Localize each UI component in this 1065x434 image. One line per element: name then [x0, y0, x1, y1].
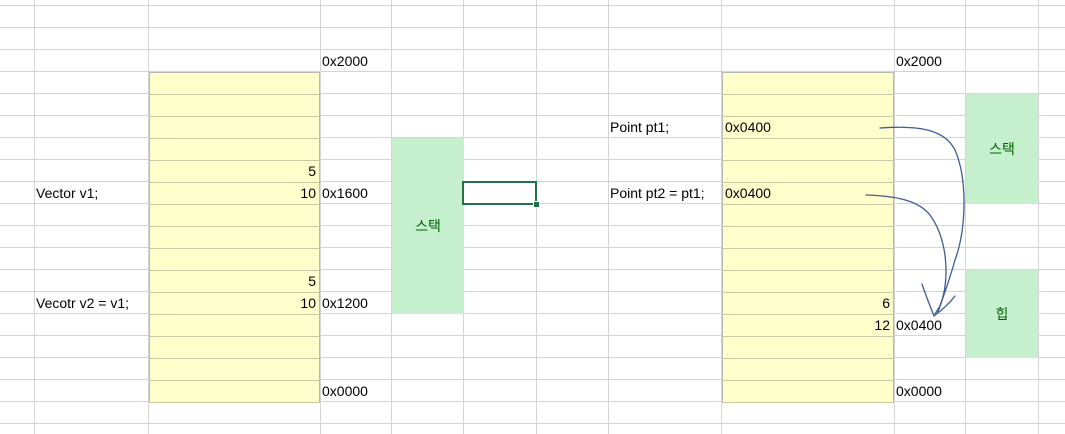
row-gridline	[0, 71, 1065, 72]
heap-label: 힙	[995, 307, 1009, 323]
heap-value-2[interactable]: 12	[874, 317, 890, 333]
row-gridline	[0, 137, 1065, 138]
row-gridline	[0, 225, 1065, 226]
left-stack-label: 스택	[415, 219, 441, 235]
memory-row-line	[722, 314, 894, 315]
pt2-label[interactable]: Point pt2 = pt1;	[610, 185, 705, 201]
fill-handle[interactable]	[533, 201, 540, 208]
memory-row-line	[722, 248, 894, 249]
memory-row-line	[722, 116, 894, 117]
right-address-top[interactable]: 0x2000	[896, 53, 942, 69]
column-gridline	[965, 0, 966, 434]
column-gridline	[721, 0, 722, 434]
row-gridline	[0, 291, 1065, 292]
row-gridline	[0, 423, 1065, 424]
right-memory-block[interactable]	[722, 72, 894, 403]
column-gridline	[894, 0, 895, 434]
left-memory-block[interactable]	[149, 72, 320, 403]
memory-row-line	[722, 358, 894, 359]
memory-row-line	[149, 116, 320, 117]
row-gridline	[0, 247, 1065, 248]
memory-row-line	[149, 270, 320, 271]
heap-value-1[interactable]: 6	[882, 295, 890, 311]
memory-row-line	[722, 270, 894, 271]
memory-row-line	[149, 138, 320, 139]
selected-cell[interactable]	[462, 181, 537, 205]
row-gridline	[0, 357, 1065, 358]
right-address-bottom[interactable]: 0x0000	[896, 383, 942, 399]
memory-row-line	[149, 204, 320, 205]
memory-row-line	[722, 336, 894, 337]
right-stack-label: 스택	[989, 142, 1015, 158]
memory-row-line	[722, 402, 894, 403]
column-gridline	[1038, 0, 1039, 434]
v1-value-1[interactable]: 5	[308, 163, 316, 179]
memory-row-line	[149, 358, 320, 359]
column-gridline	[34, 0, 35, 434]
memory-row-line	[722, 226, 894, 227]
heap-block[interactable]: 힙	[966, 270, 1038, 358]
row-gridline	[0, 5, 1065, 6]
memory-row-line	[149, 402, 320, 403]
row-gridline	[0, 335, 1065, 336]
row-gridline	[0, 27, 1065, 28]
pt1-label[interactable]: Point pt1;	[610, 119, 670, 135]
memory-row-line	[149, 160, 320, 161]
left-stack-block[interactable]: 스택	[392, 138, 464, 314]
row-gridline	[0, 115, 1065, 116]
v2-value-1[interactable]: 5	[308, 273, 316, 289]
memory-row-line	[149, 380, 320, 381]
pt2-value[interactable]: 0x0400	[725, 185, 771, 201]
v1-address[interactable]: 0x1600	[322, 185, 368, 201]
row-gridline	[0, 49, 1065, 50]
heap-address[interactable]: 0x0400	[896, 317, 942, 333]
left-address-top[interactable]: 0x2000	[322, 53, 368, 69]
column-gridline	[391, 0, 392, 434]
memory-row-line	[722, 182, 894, 183]
pt2-arrow-head	[921, 283, 956, 318]
column-gridline	[320, 0, 321, 434]
memory-row-line	[149, 292, 320, 293]
v2-address[interactable]: 0x1200	[322, 295, 368, 311]
column-gridline	[536, 0, 537, 434]
v1-label[interactable]: Vector v1;	[36, 185, 99, 201]
row-gridline	[0, 401, 1065, 402]
memory-row-line	[722, 160, 894, 161]
row-gridline	[0, 93, 1065, 94]
memory-row-line	[722, 94, 894, 95]
right-stack-block[interactable]: 스택	[966, 94, 1038, 204]
pt1-value[interactable]: 0x0400	[725, 119, 771, 135]
v1-value-2[interactable]: 10	[300, 185, 316, 201]
memory-row-line	[149, 248, 320, 249]
memory-row-line	[149, 226, 320, 227]
row-gridline	[0, 379, 1065, 380]
row-gridline	[0, 159, 1065, 160]
memory-row-line	[722, 204, 894, 205]
column-gridline	[608, 0, 609, 434]
memory-row-line	[722, 292, 894, 293]
memory-row-line	[149, 336, 320, 337]
memory-row-line	[722, 380, 894, 381]
row-gridline	[0, 313, 1065, 314]
memory-row-line	[149, 314, 320, 315]
memory-row-line	[149, 182, 320, 183]
column-gridline	[148, 0, 149, 434]
v2-label[interactable]: Vecotr v2 = v1;	[36, 295, 129, 311]
left-address-bottom[interactable]: 0x0000	[322, 383, 368, 399]
v2-value-2[interactable]: 10	[300, 295, 316, 311]
row-gridline	[0, 269, 1065, 270]
memory-row-line	[722, 138, 894, 139]
memory-row-line	[149, 94, 320, 95]
